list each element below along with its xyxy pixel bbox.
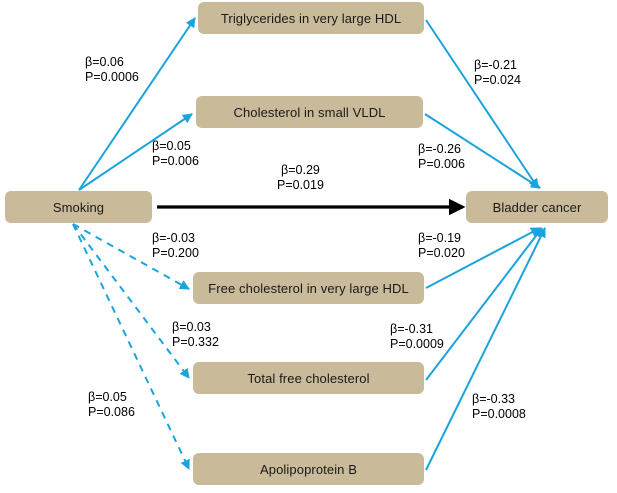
node-apolipoprotein-b[interactable]: Apolipoprotein B <box>193 453 424 485</box>
edge-label-smoking-to-cholesterol-small-vldl: β=0.05 P=0.006 <box>152 139 199 169</box>
edge-smoking-to-free-cholesterol-very-large-hdl <box>72 223 190 290</box>
beta-value: β=-0.21 <box>474 58 517 72</box>
node-bladder-cancer[interactable]: Bladder cancer <box>466 191 608 223</box>
node-label: Bladder cancer <box>492 199 582 215</box>
p-value: P=0.020 <box>418 246 465 260</box>
p-value: P=0.0008 <box>472 407 526 421</box>
edge-smoking-to-triglycerides-very-large-hdl <box>78 17 196 191</box>
edge-label-smoking-to-bladder-cancer-direct: β=0.29 P=0.019 <box>277 163 324 193</box>
node-triglycerides-very-large-hdl[interactable]: Triglycerides in very large HDL <box>198 2 424 34</box>
edge-smoking-to-apolipoprotein-b <box>72 223 190 470</box>
node-label: Triglycerides in very large HDL <box>220 10 402 26</box>
edge-label-triglycerides-very-large-hdl-to-bladder-cancer: β=-0.21 P=0.024 <box>474 58 521 88</box>
edge-apolipoprotein-b-to-bladder-cancer <box>425 227 546 471</box>
node-free-cholesterol-very-large-hdl[interactable]: Free cholesterol in very large HDL <box>193 272 424 304</box>
beta-value: β=0.05 <box>88 390 127 404</box>
edge-label-smoking-to-apolipoprotein-b: β=0.05 P=0.086 <box>88 390 135 420</box>
p-value: P=0.006 <box>152 154 199 168</box>
beta-value: β=0.03 <box>172 320 211 334</box>
beta-value: β=-0.33 <box>472 392 515 406</box>
edge-label-cholesterol-small-vldl-to-bladder-cancer: β=-0.26 P=0.006 <box>418 142 465 172</box>
beta-value: β=0.06 <box>85 55 124 69</box>
p-value: P=0.019 <box>277 178 324 192</box>
edge-label-smoking-to-triglycerides-very-large-hdl: β=0.06 P=0.0006 <box>85 55 139 85</box>
p-value: P=0.006 <box>418 157 465 171</box>
edge-label-smoking-to-free-cholesterol-very-large-hdl: β=-0.03 P=0.200 <box>152 231 199 261</box>
edge-total-free-cholesterol-to-bladder-cancer <box>425 227 543 381</box>
edge-cholesterol-small-vldl-to-bladder-cancer <box>424 113 541 189</box>
edge-label-apolipoprotein-b-to-bladder-cancer: β=-0.33 P=0.0008 <box>472 392 526 422</box>
beta-value: β=-0.03 <box>152 231 195 245</box>
node-smoking[interactable]: Smoking <box>5 191 152 223</box>
p-value: P=0.086 <box>88 405 135 419</box>
node-label: Apolipoprotein B <box>260 461 357 477</box>
node-label: Total free cholesterol <box>247 370 370 386</box>
node-label: Free cholesterol in very large HDL <box>208 280 409 296</box>
p-value: P=0.332 <box>172 335 219 349</box>
edge-free-cholesterol-very-large-hdl-to-bladder-cancer <box>425 227 541 289</box>
beta-value: β=0.29 <box>281 163 320 177</box>
node-total-free-cholesterol[interactable]: Total free cholesterol <box>193 362 424 394</box>
edge-label-free-cholesterol-very-large-hdl-to-bladder-cancer: β=-0.19 P=0.020 <box>418 231 465 261</box>
beta-value: β=-0.26 <box>418 142 461 156</box>
edge-label-smoking-to-total-free-cholesterol: β=0.03 P=0.332 <box>172 320 219 350</box>
edge-triglycerides-very-large-hdl-to-bladder-cancer <box>425 19 539 189</box>
edge-smoking-to-total-free-cholesterol <box>72 223 190 379</box>
p-value: P=0.0009 <box>390 337 444 351</box>
beta-value: β=0.05 <box>152 139 191 153</box>
node-label: Cholesterol in small VLDL <box>233 104 386 120</box>
p-value: P=0.024 <box>474 73 521 87</box>
edge-label-total-free-cholesterol-to-bladder-cancer: β=-0.31 P=0.0009 <box>390 322 444 352</box>
node-cholesterol-small-vldl[interactable]: Cholesterol in small VLDL <box>196 96 423 128</box>
p-value: P=0.200 <box>152 246 199 260</box>
edge-smoking-to-cholesterol-small-vldl <box>78 113 193 191</box>
beta-value: β=-0.31 <box>390 322 433 336</box>
beta-value: β=-0.19 <box>418 231 461 245</box>
p-value: P=0.0006 <box>85 70 139 84</box>
node-label: Smoking <box>52 199 105 215</box>
